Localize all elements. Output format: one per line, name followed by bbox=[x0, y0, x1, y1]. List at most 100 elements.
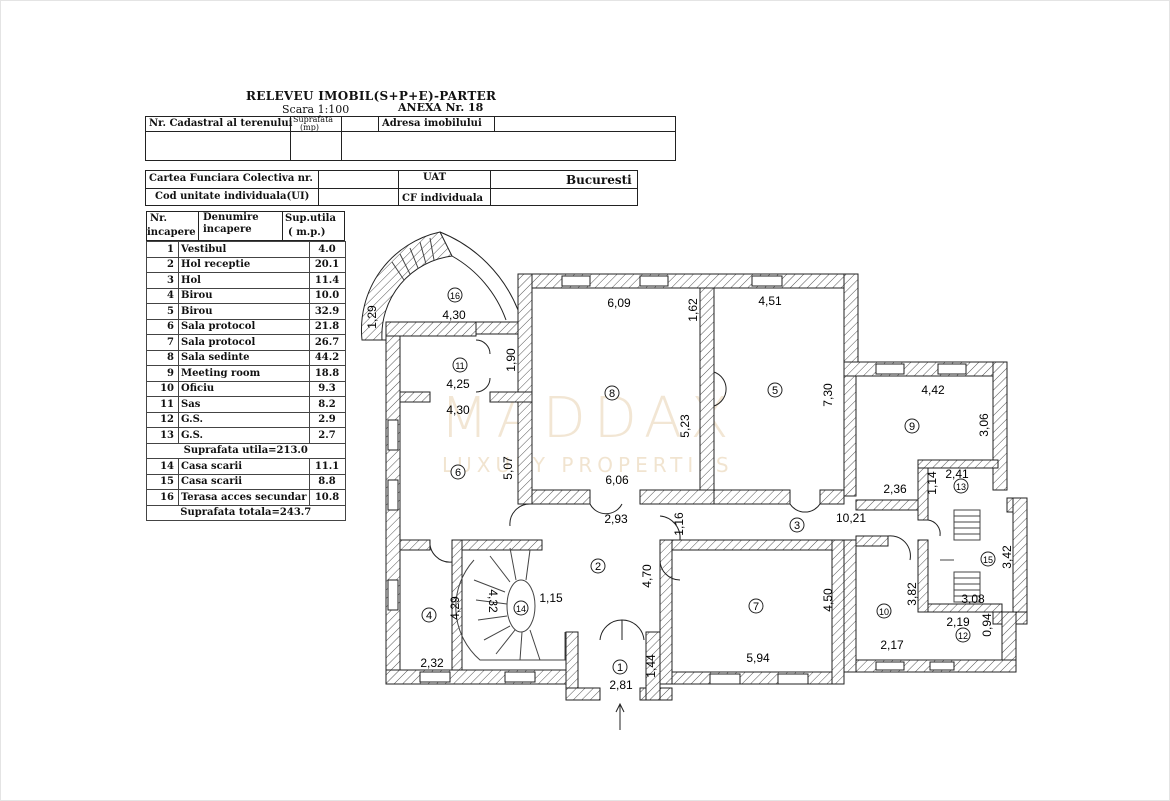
dimension-label: 4,42 bbox=[921, 383, 945, 397]
room-number-circle bbox=[748, 598, 764, 614]
annex-number: ANEXA Nr. 18 bbox=[398, 101, 484, 114]
room-area-cell: 26.7 bbox=[308, 334, 346, 351]
uat-city: Bucuresti bbox=[566, 173, 632, 187]
room-number-circle bbox=[789, 517, 805, 533]
dimension-label: 4,51 bbox=[758, 294, 782, 308]
dimension-label: 1,90 bbox=[504, 348, 518, 372]
dimension-label: 4,32 bbox=[486, 589, 500, 613]
room-number-11: 11 bbox=[452, 357, 468, 373]
cadastral-col-line-2 bbox=[341, 116, 342, 161]
room-area-cell: 9.3 bbox=[308, 380, 346, 397]
total-row: Suprafata totala=243.7 bbox=[146, 504, 346, 521]
dimension-label: 6,06 bbox=[605, 473, 629, 487]
room-number-circle bbox=[447, 287, 463, 303]
room-number-circle bbox=[452, 357, 468, 373]
cf-col-line-2 bbox=[398, 170, 399, 206]
dimension-label: 3,06 bbox=[977, 413, 991, 437]
dimension-label: 5,23 bbox=[678, 414, 692, 438]
watermark-brand: MADDAX bbox=[440, 386, 737, 451]
dimension-label: 4,30 bbox=[442, 308, 466, 322]
room-area-cell: 18.8 bbox=[308, 365, 346, 382]
cartea-funciara-label: Cartea Funciara Colectiva nr. bbox=[149, 173, 313, 184]
room-number-circle bbox=[612, 659, 628, 675]
col-nr-label: Nr. bbox=[150, 213, 167, 224]
cadastral-col-line-3 bbox=[378, 116, 379, 131]
dimension-label: 1,16 bbox=[672, 512, 686, 536]
col-denumire-sub: incapere bbox=[203, 224, 252, 235]
dimension-label: 4,29 bbox=[448, 596, 462, 620]
room-number-circle bbox=[421, 607, 437, 623]
room-number-text: 5 bbox=[772, 385, 778, 397]
suprafata-label: Suprafata bbox=[293, 115, 334, 124]
room-number-12: 12 bbox=[955, 627, 971, 643]
room-number-5: 5 bbox=[767, 382, 783, 398]
room-number-circle bbox=[955, 627, 971, 643]
room-number-circle bbox=[876, 603, 892, 619]
room-number-1: 1 bbox=[612, 659, 628, 675]
adresa-label: Adresa imobilului bbox=[382, 118, 482, 129]
room-number-2: 2 bbox=[590, 558, 606, 574]
room-number-15: 15 bbox=[980, 551, 996, 567]
col-sup-unit: ( m.p.) bbox=[288, 227, 326, 238]
room-number-circle bbox=[450, 464, 466, 480]
dimension-label: 1,29 bbox=[365, 305, 379, 329]
staircase-15 bbox=[940, 509, 981, 603]
windows bbox=[387, 275, 967, 685]
room-number-8: 8 bbox=[604, 385, 620, 401]
rooms-table-header bbox=[146, 211, 345, 241]
cod-ui-label: Cod unitate individuala(UI) bbox=[155, 191, 310, 202]
dimension-label: 6,09 bbox=[607, 296, 631, 310]
room-area-cell: 11.1 bbox=[308, 458, 346, 475]
rooms-header-col-1 bbox=[198, 211, 199, 241]
doors bbox=[429, 339, 941, 641]
dimension-label: 5,94 bbox=[746, 651, 770, 665]
col-denumire-label: Denumire bbox=[203, 212, 259, 223]
room-number-10: 10 bbox=[876, 603, 892, 619]
room-number-cell: 12 bbox=[146, 411, 179, 428]
terrace-16 bbox=[360, 231, 519, 341]
dimension-label: 2,81 bbox=[609, 678, 633, 692]
room-number-16: 16 bbox=[447, 287, 463, 303]
room-number-text: 7 bbox=[753, 601, 759, 613]
dimension-label: 10,21 bbox=[836, 511, 866, 525]
room-number-4: 4 bbox=[421, 607, 437, 623]
dimension-label: 4,50 bbox=[821, 588, 835, 612]
room-number-text: 12 bbox=[958, 631, 968, 641]
room-number-text: 15 bbox=[983, 555, 993, 565]
dimension-label: 5,07 bbox=[501, 456, 515, 480]
total-row-cell: Suprafata totala=243.7 bbox=[146, 504, 346, 521]
room-number-text: 16 bbox=[450, 291, 460, 301]
cadastral-col-line-1 bbox=[290, 116, 291, 161]
room-number-6: 6 bbox=[450, 464, 466, 480]
staircase-14 bbox=[455, 547, 566, 661]
col-nr-sub: incapere bbox=[147, 227, 196, 238]
entrance-arrow bbox=[615, 702, 625, 730]
plan-title: RELEVEU IMOBIL(S+P+E)-PARTER bbox=[246, 89, 497, 103]
dimension-label: 4,25 bbox=[446, 377, 470, 391]
room-number-circle bbox=[904, 418, 920, 434]
room-number-text: 14 bbox=[516, 604, 526, 614]
dimension-label: 2,41 bbox=[945, 467, 969, 481]
room-number-3: 3 bbox=[789, 517, 805, 533]
exterior-walls bbox=[385, 273, 1028, 701]
dimension-label: 2,17 bbox=[880, 638, 904, 652]
dimension-label: 1,44 bbox=[644, 654, 658, 678]
dimension-label: 2,36 bbox=[883, 482, 907, 496]
plan-scale: Scara 1:100 bbox=[282, 103, 350, 116]
dimension-label: 3,82 bbox=[905, 582, 919, 606]
room-area-cell: 10.0 bbox=[308, 287, 346, 304]
room-number-cell: 10 bbox=[146, 380, 179, 397]
room-number-text: 8 bbox=[609, 388, 615, 400]
cadastral-row-line bbox=[145, 131, 676, 132]
room-number-circle bbox=[590, 558, 606, 574]
uat-label: UAT bbox=[423, 172, 447, 183]
room-number-circle bbox=[980, 551, 996, 567]
